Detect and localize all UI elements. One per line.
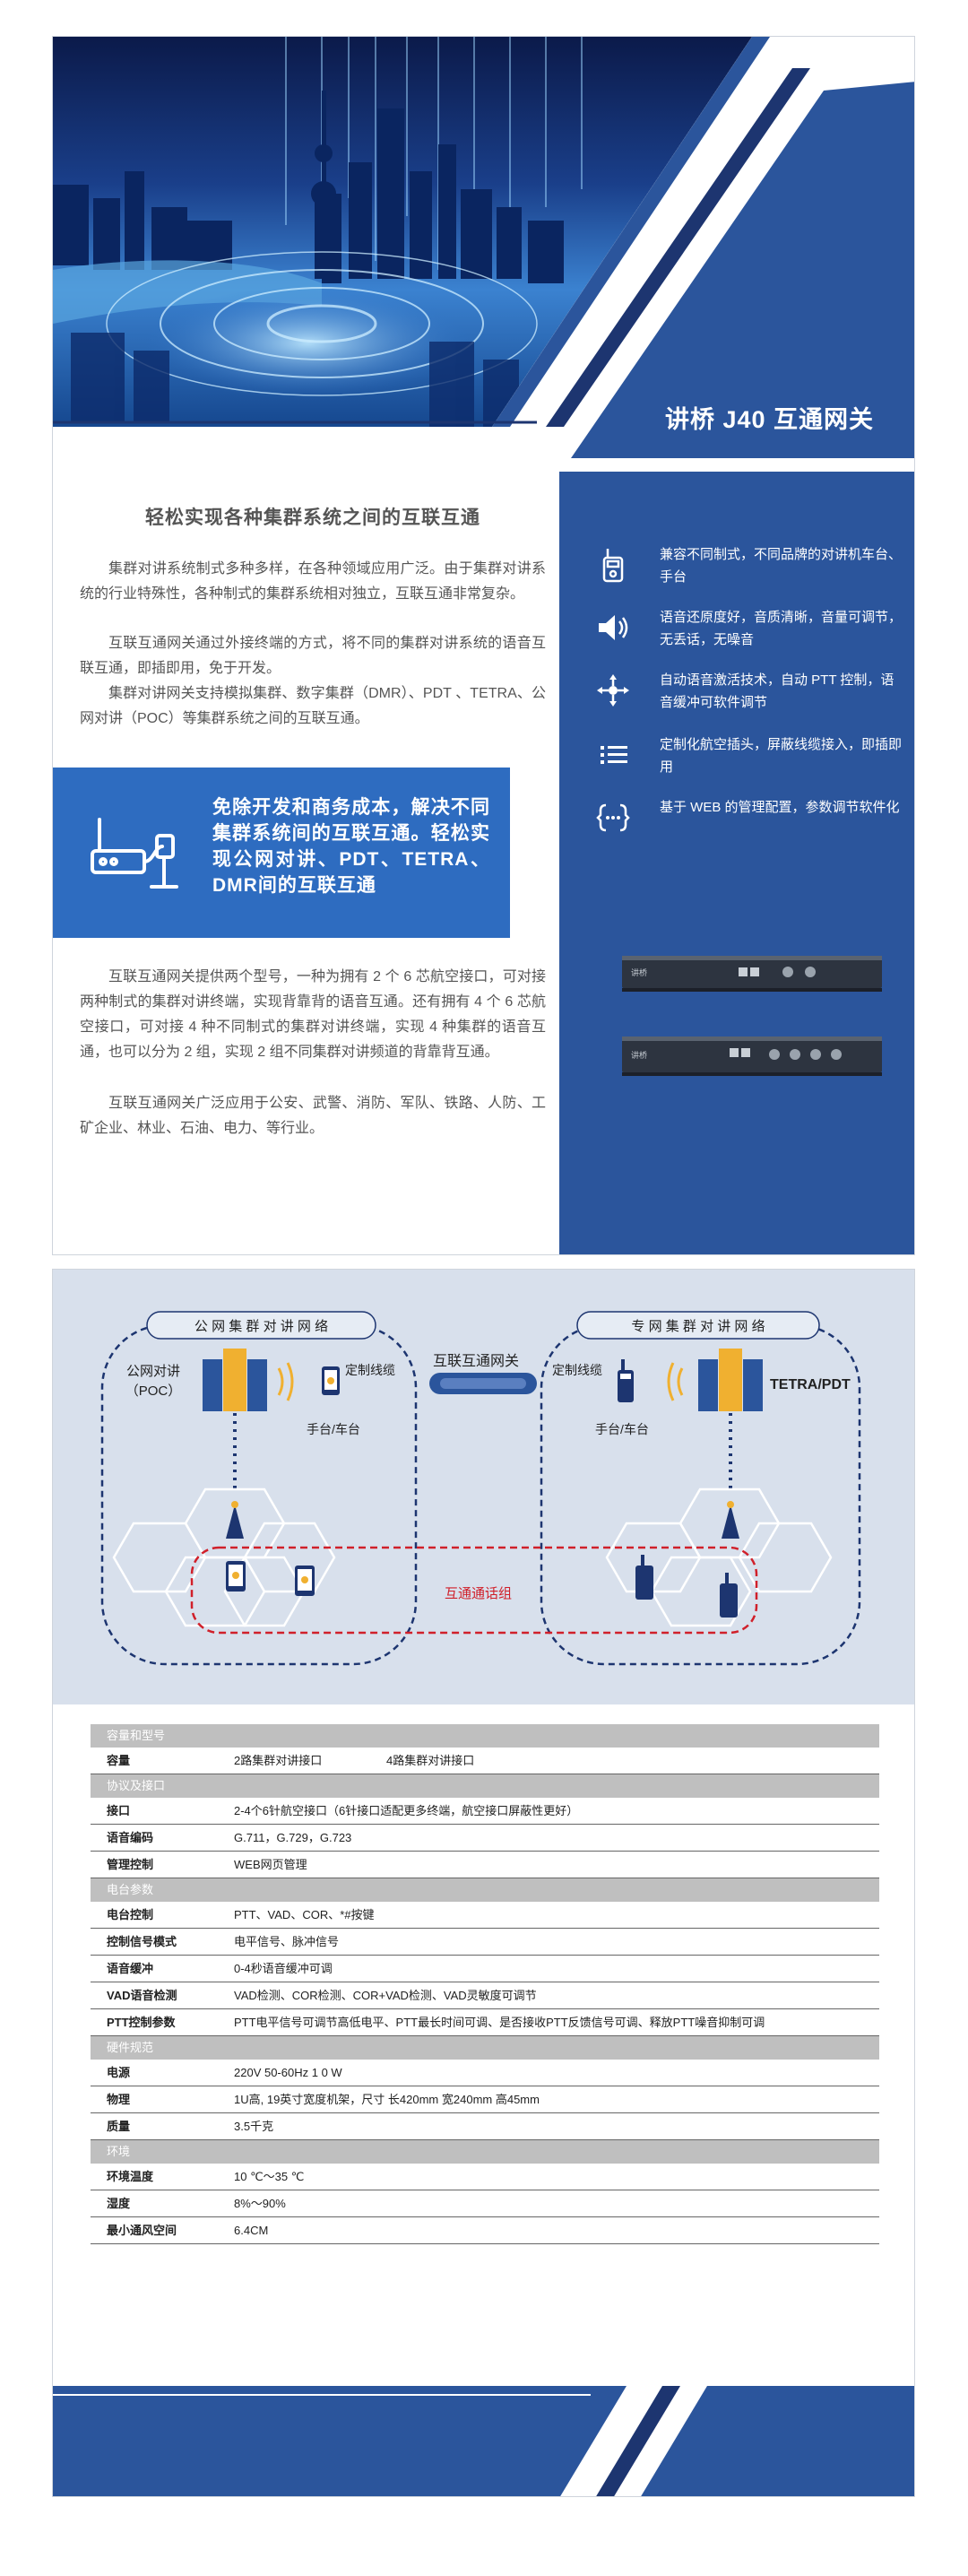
- server-icon-right: [698, 1349, 763, 1411]
- feature-text: 定制化航空插头，屏蔽线缆接入，即插即用: [660, 737, 903, 775]
- list-icon: [601, 746, 627, 764]
- handset-label-right: 手台/车台: [595, 1422, 649, 1436]
- network-icon: [597, 674, 629, 707]
- radio-icon-in-cell: [635, 1555, 738, 1618]
- feature-item: 定制化航空插头，屏蔽线缆接入，即插即用: [559, 733, 914, 787]
- poc-label: 公网对讲 （POC）: [125, 1364, 182, 1399]
- spec-section-header: 环境: [91, 2140, 879, 2164]
- feature-text: 兼容不同制式，不同品牌的对讲机车台、手台: [660, 547, 903, 585]
- device-brand-label: 讲桥: [631, 1050, 647, 1060]
- feature-item: 兼容不同制式，不同品牌的对讲机车台、手台: [559, 543, 914, 597]
- footer-banner: [53, 2386, 914, 2496]
- walkie-talkie-icon: [602, 549, 624, 583]
- network-diagram: 公 网 集 群 对 讲 网 络 专 网 集 群 对 讲 网 络 公网对讲 （PO…: [53, 1270, 914, 1704]
- highlight-box: 免除开发和商务成本，解决不同集群系统间的互联互通。轻松实现公网对讲、PDT、TE…: [53, 768, 510, 938]
- intro-paragraph: 互联互通网关广泛应用于公安、武警、消防、军队、铁路、人防、工矿企业、林业、石油、…: [80, 1096, 546, 1136]
- gateway-label: 互联互通网关: [433, 1354, 520, 1369]
- spec-section-header: 硬件规范: [91, 2036, 879, 2060]
- handset-label-left: 手台/车台: [307, 1422, 360, 1436]
- spec-panel: 公 网 集 群 对 讲 网 络 专 网 集 群 对 讲 网 络 公网对讲 （PO…: [52, 1269, 915, 2497]
- feature-item: 基于 WEB 的管理配置，参数调节软件化: [559, 796, 914, 850]
- device-brand-label: 讲桥: [631, 967, 647, 977]
- intro-paragraph: 集群对讲系统制式多种多样，在各种领域应用广泛。由于集群对讲系统的行业特殊性，各种…: [80, 561, 546, 602]
- spec-section-header: 协议及接口: [91, 1774, 879, 1798]
- spec-row: 控制信号模式电平信号、脉冲信号: [91, 1929, 879, 1956]
- code-braces-icon: [596, 803, 630, 832]
- public-network-label: 公 网 集 群 对 讲 网 络: [194, 1319, 329, 1334]
- network-diagram-graphic: [100, 1311, 861, 1666]
- gateway-2port: [622, 956, 882, 992]
- spec-section-header: 容量和型号: [91, 1724, 879, 1748]
- gateway-device-image: 讲桥 讲桥: [622, 956, 882, 1076]
- phone-icon-in-cell: [295, 1566, 315, 1596]
- intro-paragraph: 集群对讲网关支持模拟集群、数字集群（DMR）、PDT 、TETRA、公网对讲（P…: [80, 686, 546, 726]
- cable-label-right: 定制线缆: [552, 1363, 602, 1377]
- intro-paragraph: 互联互通网关通过外接终端的方式，将不同的集群对讲系统的语音互联互通，即插即用，免…: [80, 636, 546, 676]
- hero-city-image: [53, 37, 914, 458]
- device-images: 讲桥 讲桥: [622, 942, 882, 1122]
- feature-item: 语音还原度好，音质清晰，音量可调节，无丢话，无噪音: [559, 606, 914, 660]
- intro-column: 轻松实现各种集群系统之间的互联互通 集群对讲系统制式多种多样，在各种领域应用广泛…: [53, 458, 559, 1254]
- gateway-4port: [622, 1036, 882, 1076]
- feature-text: 基于 WEB 的管理配置，参数调节软件化: [660, 800, 900, 815]
- intro-paragraph: 互联互通网关提供两个型号，一种为拥有 2 个 6 芯航空接口，可对接两种制式的集…: [80, 969, 546, 1060]
- intro-headline: 轻松实现各种集群系统之间的互联互通: [145, 507, 480, 528]
- product-panel: 讲桥 J40 互通网关 轻松实现各种集群系统之间的互联互通 集群对讲系统制式多种…: [52, 36, 915, 1255]
- radio-icon-right: [618, 1359, 634, 1402]
- private-network-label: 专 网 集 群 对 讲 网 络: [631, 1319, 765, 1334]
- footer-decoration: [53, 2386, 914, 2496]
- cable-label-left: 定制线缆: [345, 1363, 395, 1377]
- server-icon-left: [203, 1349, 267, 1411]
- phone-icon-left: [322, 1366, 340, 1395]
- tower-icon: [226, 1501, 739, 1539]
- radio-gateway-icon: [91, 818, 178, 889]
- product-title: 讲桥 J40 互通网关: [664, 406, 875, 433]
- talk-group-label: 互通通话组: [445, 1586, 513, 1601]
- tetra-pdt-label: TETRA/PDT: [770, 1377, 851, 1392]
- speaker-icon: [599, 615, 628, 640]
- highlight-text: 免除开发和商务成本，解决不同集群系统间的互联互通。轻松实现公网对讲、PDT、TE…: [212, 797, 490, 896]
- feature-item: 自动语音激活技术，自动 PTT 控制，语音缓冲可软件调节: [559, 669, 914, 723]
- feature-text: 自动语音激活技术，自动 PTT 控制，语音缓冲可软件调节: [660, 672, 895, 710]
- feature-text: 语音还原度好，音质清晰，音量可调节，无丢话，无噪音: [660, 610, 903, 647]
- feature-column: 兼容不同制式，不同品牌的对讲机车台、手台 语音还原度好，音质清晰，音量可调节，无…: [559, 472, 914, 1254]
- hero-banner: 讲桥 J40 互通网关: [53, 37, 914, 458]
- spec-section-header: 电台参数: [91, 1878, 879, 1902]
- phone-icon-in-cell: [226, 1561, 246, 1592]
